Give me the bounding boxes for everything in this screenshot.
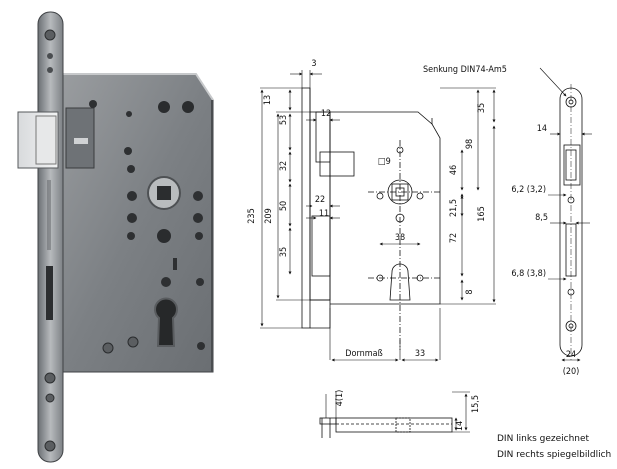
dim-32: 32 bbox=[279, 161, 289, 171]
note-line-1: DIN links gezeichnet bbox=[497, 434, 590, 444]
dim-4-1: 4(1) bbox=[335, 390, 345, 407]
dim-13: 13 bbox=[263, 95, 273, 105]
dim-98: 98 bbox=[465, 139, 475, 149]
dim-14-side: 14 bbox=[537, 124, 547, 134]
front-dimension-lines bbox=[260, 70, 496, 362]
dim-22: 22 bbox=[315, 195, 325, 205]
note-line-2: DIN rechts spiegelbildlich bbox=[497, 450, 611, 460]
dim-3: 3 bbox=[311, 59, 316, 69]
dimension-labels: 3 13 53 12 32 22 50 11 35 235 209 □9 98 … bbox=[247, 59, 579, 431]
dim-53: 53 bbox=[279, 115, 289, 125]
dim-50: 50 bbox=[279, 201, 289, 211]
front-view-drawing bbox=[301, 87, 441, 350]
dim-235: 235 bbox=[247, 208, 257, 223]
dim-165: 165 bbox=[477, 206, 487, 221]
senkung-label: Senkung DIN74-Am5 bbox=[423, 65, 507, 75]
dim-11: 11 bbox=[319, 209, 329, 219]
dim-dornmass: Dornmaß bbox=[345, 349, 382, 359]
lock-photo bbox=[17, 11, 214, 463]
dim-24: 24 bbox=[566, 350, 576, 360]
dim-46: 46 bbox=[449, 165, 459, 175]
dim-15-5: 15,5 bbox=[471, 395, 481, 413]
dim-6-8: 6,8 (3,8) bbox=[511, 269, 546, 279]
dim-72: 72 bbox=[449, 233, 459, 243]
dim-38: 38 bbox=[395, 233, 405, 243]
dim-35-right: 35 bbox=[477, 103, 487, 113]
bottom-dimension-lines bbox=[325, 391, 470, 433]
side-dimension-lines bbox=[539, 67, 592, 362]
bottom-view-drawing bbox=[319, 417, 453, 438]
orientation-note: DIN links gezeichnet DIN rechts spiegelb… bbox=[497, 434, 611, 460]
dim-14-bottom: 14 bbox=[455, 421, 465, 431]
dim-12: 12 bbox=[321, 109, 331, 119]
dim-9-square: □9 bbox=[378, 157, 391, 167]
dim-209: 209 bbox=[264, 208, 274, 223]
dim-33: 33 bbox=[415, 349, 425, 359]
side-view-drawing bbox=[559, 84, 583, 360]
dim-8: 8 bbox=[465, 289, 475, 294]
dim-20: (20) bbox=[563, 367, 580, 377]
dim-8-5: 8,5 bbox=[535, 213, 548, 223]
dim-35-left: 35 bbox=[279, 247, 289, 257]
dim-6-2: 6,2 (3,2) bbox=[511, 185, 546, 195]
dim-21-5: 21,5 bbox=[449, 199, 459, 217]
